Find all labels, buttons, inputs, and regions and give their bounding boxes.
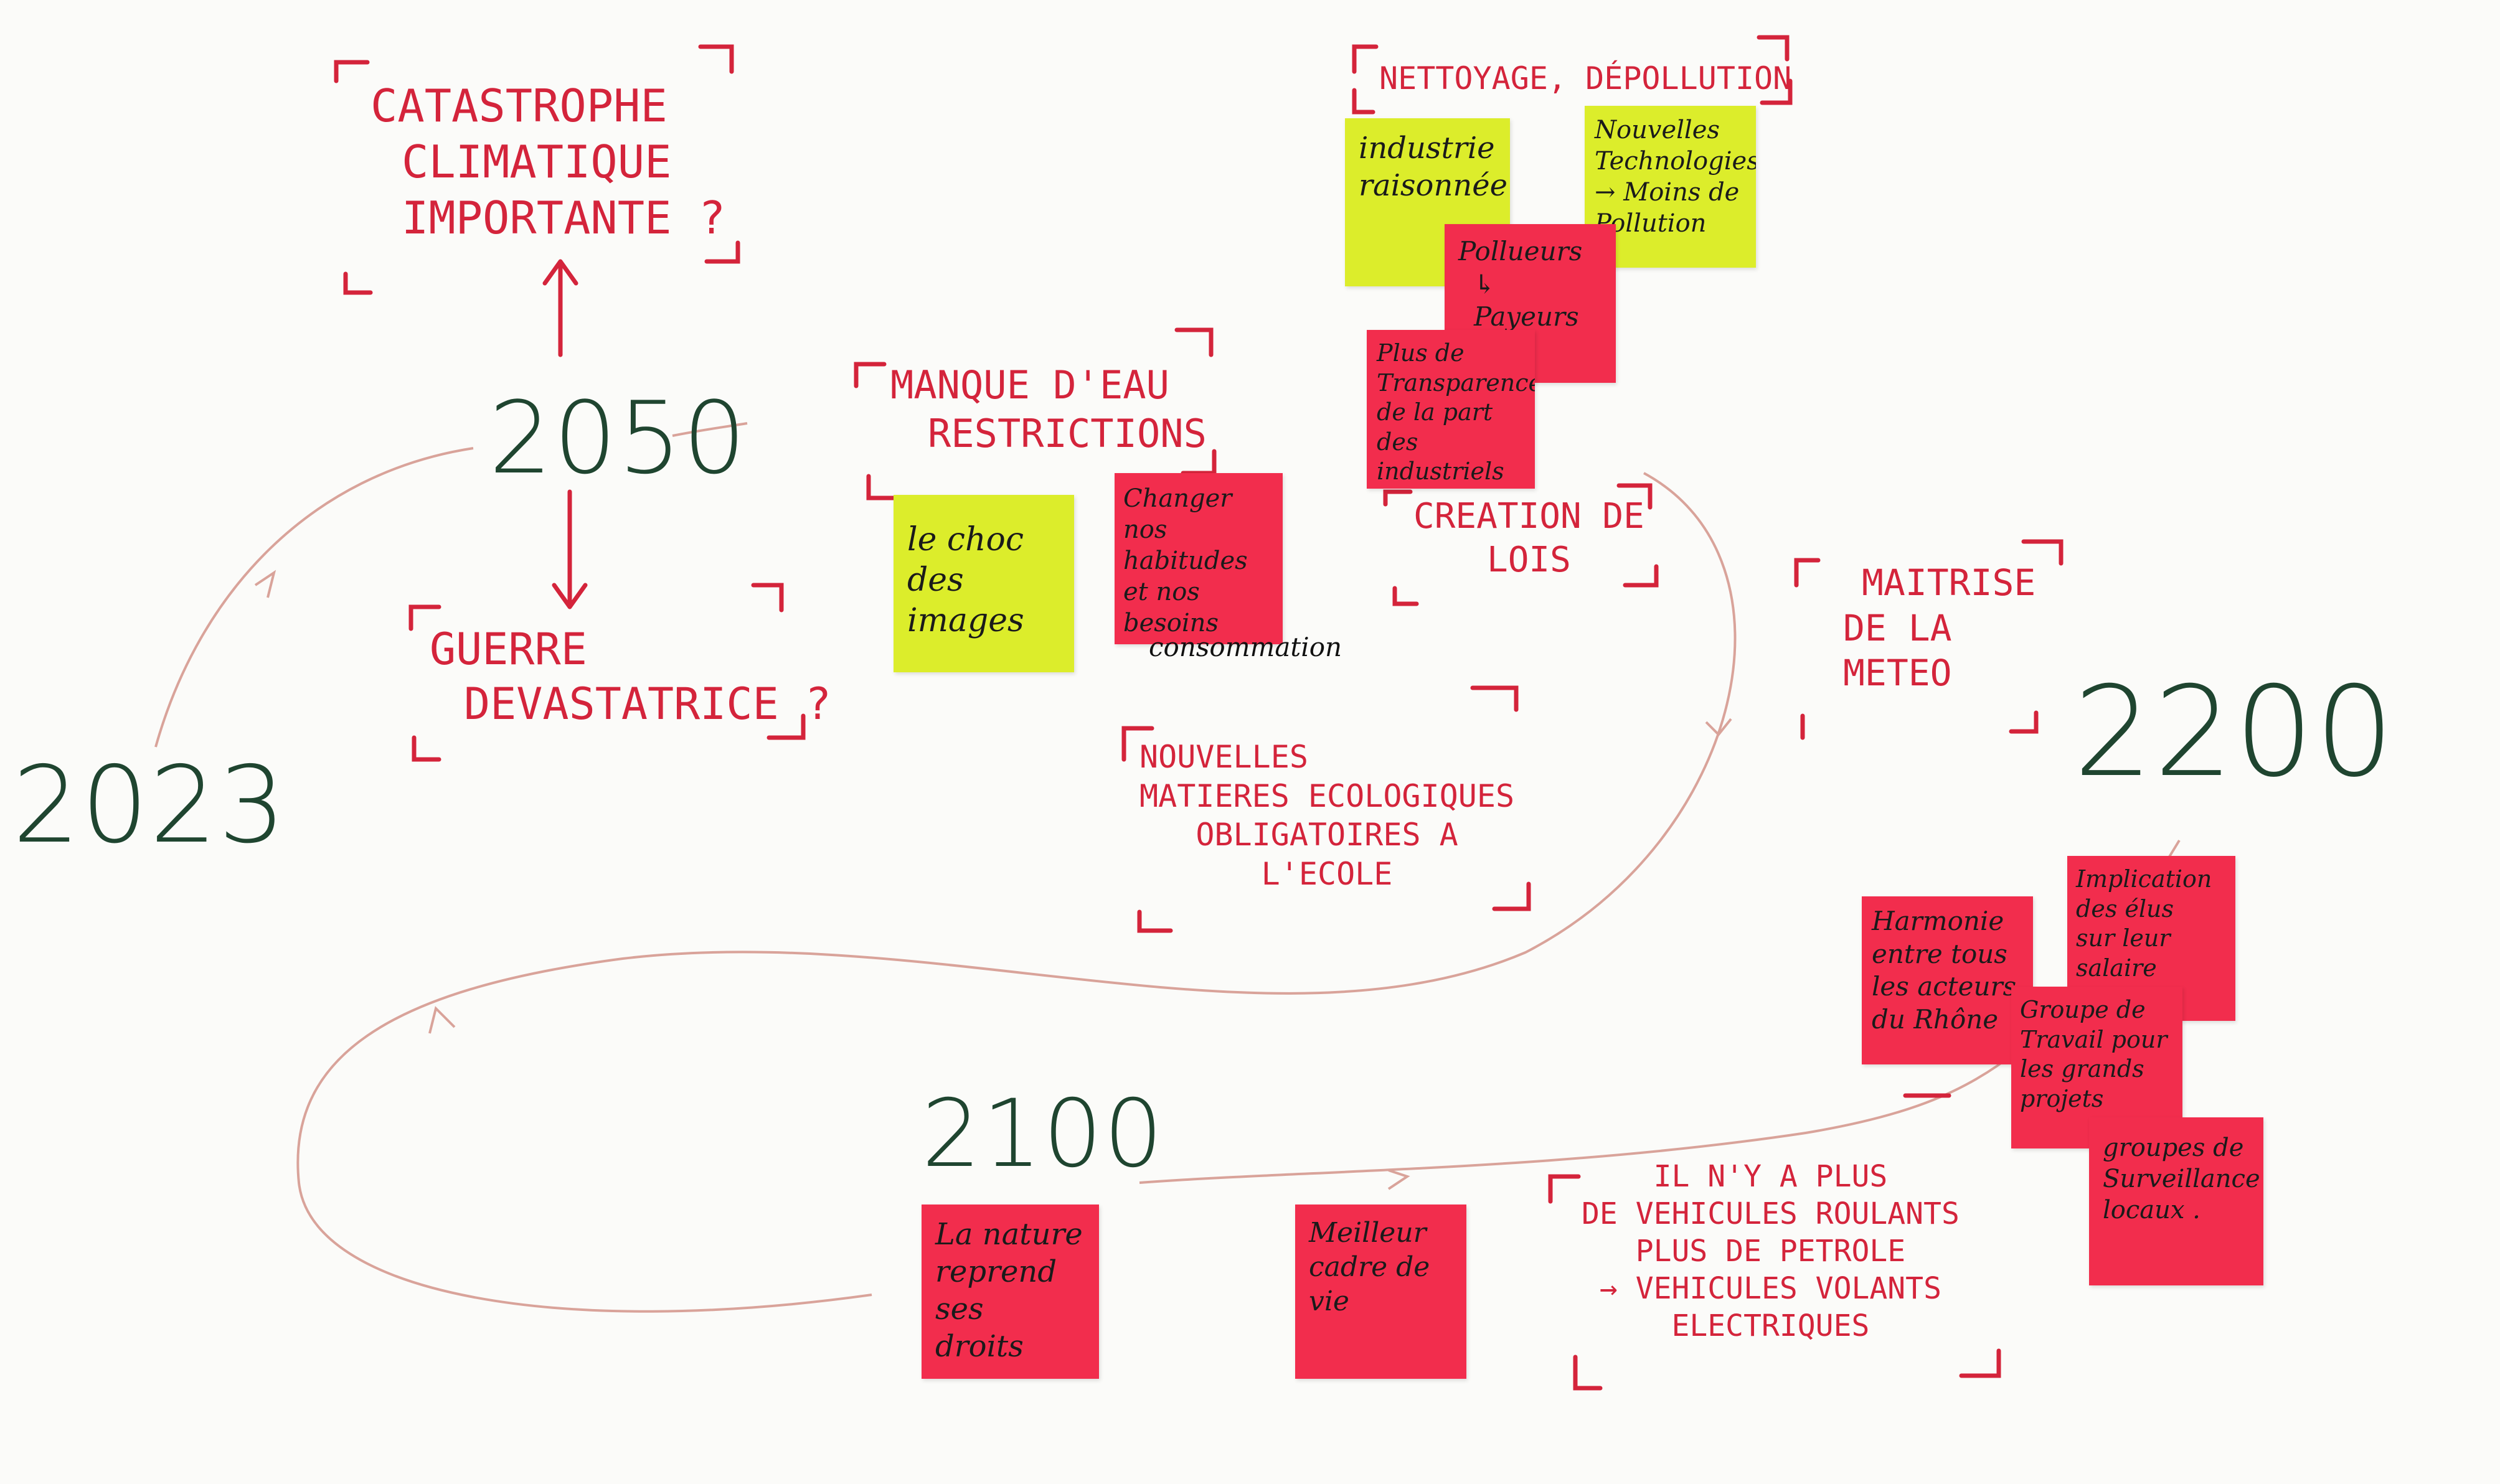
sticky-nature-line-2: reprend ses [935,1254,1057,1327]
label-catastrophe-line-3: IMPORTANTE ? [402,192,726,244]
sticky-groupes-surveillance-line-2: Surveillance [2103,1165,2260,1193]
label-vehicules-line-4: → VEHICULES VOLANTS [1599,1271,1941,1306]
sticky-industrie: industrie raisonnée [1345,118,1510,286]
sticky-pollueurs-line-1: Pollueurs [1458,236,1583,266]
sticky-choc-line-1: le choc [907,521,1024,558]
label-guerre: GUERRE DEVASTATRICE ? [430,622,831,731]
label-creation-line-2: LOIS [1487,540,1571,580]
trail-arrowhead-4 [1705,718,1732,736]
year-2200: 2200 [2073,660,2395,805]
sticky-choc-line-2: des images [907,561,1024,639]
year-2023: 2023 [12,744,287,867]
label-guerre-line-1: GUERRE [430,624,587,675]
sticky-groupe-line-2: Travail pour [2020,1025,2167,1053]
label-maitrise-line-3: METEO [1843,652,1952,694]
sticky-transparence-line-1: Plus de [1377,339,1465,367]
sticky-meilleur-cadre: Meilleur cadre de vie [1295,1205,1466,1379]
label-catastrophe-line-1: CATASTROPHE [370,80,667,132]
sticky-groupe-line-3: les grands projets [2020,1055,2144,1112]
arrow-down-2050 [552,489,588,609]
year-2100: 2100 [922,1080,1164,1188]
label-vehicules-line-3: PLUS DE PETROLE [1635,1234,1906,1269]
label-nouvelles: NOUVELLES MATIERES ECOLOGIQUES OBLIGATOI… [1139,738,1514,893]
sticky-nature-line-1: La nature [935,1217,1083,1252]
sticky-transparence-line-3: de la part des [1377,398,1493,456]
label-vehicules-line-5: ELECTRIQUES [1671,1308,1870,1343]
sticky-harmonie: Harmonie entre tous les acteurs du Rhône [1862,896,2033,1064]
sticky-nouvelles-technologies-line-3: → Moins de [1595,178,1740,207]
sticky-industrie-line-2: raisonnée [1359,168,1508,203]
sticky-groupes-surveillance-line-1: groupes de [2103,1134,2244,1162]
sticky-meilleur-line-1: Meilleur [1309,1217,1427,1249]
sticky-groupes-surveillance: groupes de Surveillance locaux . [2089,1117,2263,1285]
label-maitrise-line-1: MAITRISE [1862,561,2036,604]
bracket-nettoyage [1352,35,1793,115]
arrow-up-2050 [542,259,578,357]
sticky-nature-droits: La nature reprend ses droits [922,1205,1099,1379]
sticky-changer-line-4: et de la [1123,639,1274,644]
label-manque-line-1: MANQUE D'EAU [890,362,1169,408]
sticky-implication-line-3: sur leur salaire [2076,924,2171,982]
bracket-vehicules [1548,1093,2001,1391]
label-catastrophe-line-2: CLIMATIQUE [402,136,672,188]
label-manque-line-2: RESTRICTIONS [928,410,1207,456]
timeline-trail [154,447,474,748]
label-manque: MANQUE D'EAU RESTRICTIONS [890,361,1207,458]
sticky-transparence-line-4: industriels [1377,458,1504,485]
sticky-choc-images: le choc des images [894,495,1074,672]
sticky-changer-line-1: Changer [1123,484,1232,513]
label-nouvelles-line-1: NOUVELLES [1139,739,1308,775]
bracket-manque [854,327,1217,500]
label-maitrise: MAITRISE DE LA METEO [1843,560,2035,696]
sticky-meilleur-line-2: cadre de vie [1309,1251,1430,1317]
bracket-catastrophe [334,44,740,295]
sticky-transparence: Plus de Transparence de la part des indu… [1367,330,1535,489]
sticky-nature-line-3: droits [935,1329,1024,1364]
sticky-implication-line-2: des élus [2076,895,2174,923]
label-nouvelles-line-2: MATIERES ECOLOGIQUES [1139,777,1515,814]
sticky-harmonie-line-3: les acteurs [1872,971,2017,1002]
bracket-maitrise [1794,539,2064,740]
label-maitrise-line-2: DE LA [1843,606,1952,649]
sticky-harmonie-line-4: du Rhône [1872,1003,1999,1035]
label-creation-line-1: CREATION DE [1413,496,1644,537]
trail-arrowhead-3 [1387,1169,1410,1190]
year-2050: 2050 [489,380,748,496]
sticky-harmonie-line-1: Harmonie [1872,906,2004,936]
sticky-groupes-surveillance-line-3: locaux . [2103,1196,2200,1224]
sticky-groupe-line-1: Groupe de [2020,996,2146,1023]
label-nouvelles-line-3: OBLIGATOIRES A [1196,817,1458,853]
sticky-nouvelles-technologies-line-1: Nouvelles [1595,116,1720,144]
label-nouvelles-line-4: L'ECOLE [1261,855,1393,892]
sticky-industrie-line-1: industrie [1359,131,1495,166]
trail-arrowhead-2 [428,1006,456,1034]
sticky-transparence-line-2: Transparence [1377,369,1535,397]
label-guerre-line-2: DEVASTATRICE ? [464,678,832,730]
label-nettoyage: NETTOYAGE, DÉPOLLUTION [1379,59,1791,98]
bracket-creation [1383,483,1659,606]
trail-arrowhead-1 [254,570,276,598]
sticky-changer-line-3: et nos besoins [1123,578,1219,637]
consommation-overflow-text: consommation [1149,632,1342,662]
bracket-guerre [408,583,806,762]
label-catastrophe: CATASTROPHE CLIMATIQUE IMPORTANTE ? [370,78,725,246]
timeline-trail-loop [296,472,1737,1313]
sticky-nouvelles-technologies-line-4: Pollution [1595,209,1707,238]
label-vehicules: IL N'Y A PLUS DE VEHICULES ROULANTS PLUS… [1582,1158,1960,1345]
sticky-changer-habitudes: Changer nos habitudes et nos besoins et … [1115,473,1283,644]
label-vehicules-line-2: DE VEHICULES ROULANTS [1582,1196,1960,1231]
sticky-nouvelles-technologies-line-2: Technologies [1595,147,1756,176]
bracket-nouvelles [1121,685,1531,933]
label-nettoyage-line-1: NETTOYAGE, DÉPOLLUTION [1379,60,1792,96]
sticky-implication-line-1: Implication [2076,865,2212,893]
sticky-pollueurs-line-2: ↳ Payeurs [1474,268,1579,332]
label-vehicules-line-1: IL N'Y A PLUS [1653,1159,1888,1194]
label-creation: CREATION DE LOIS [1413,495,1644,582]
timeline-trail-2050-link [672,422,748,437]
sticky-changer-line-2: nos habitudes [1123,515,1248,575]
sticky-harmonie-line-2: entre tous [1872,938,2007,969]
